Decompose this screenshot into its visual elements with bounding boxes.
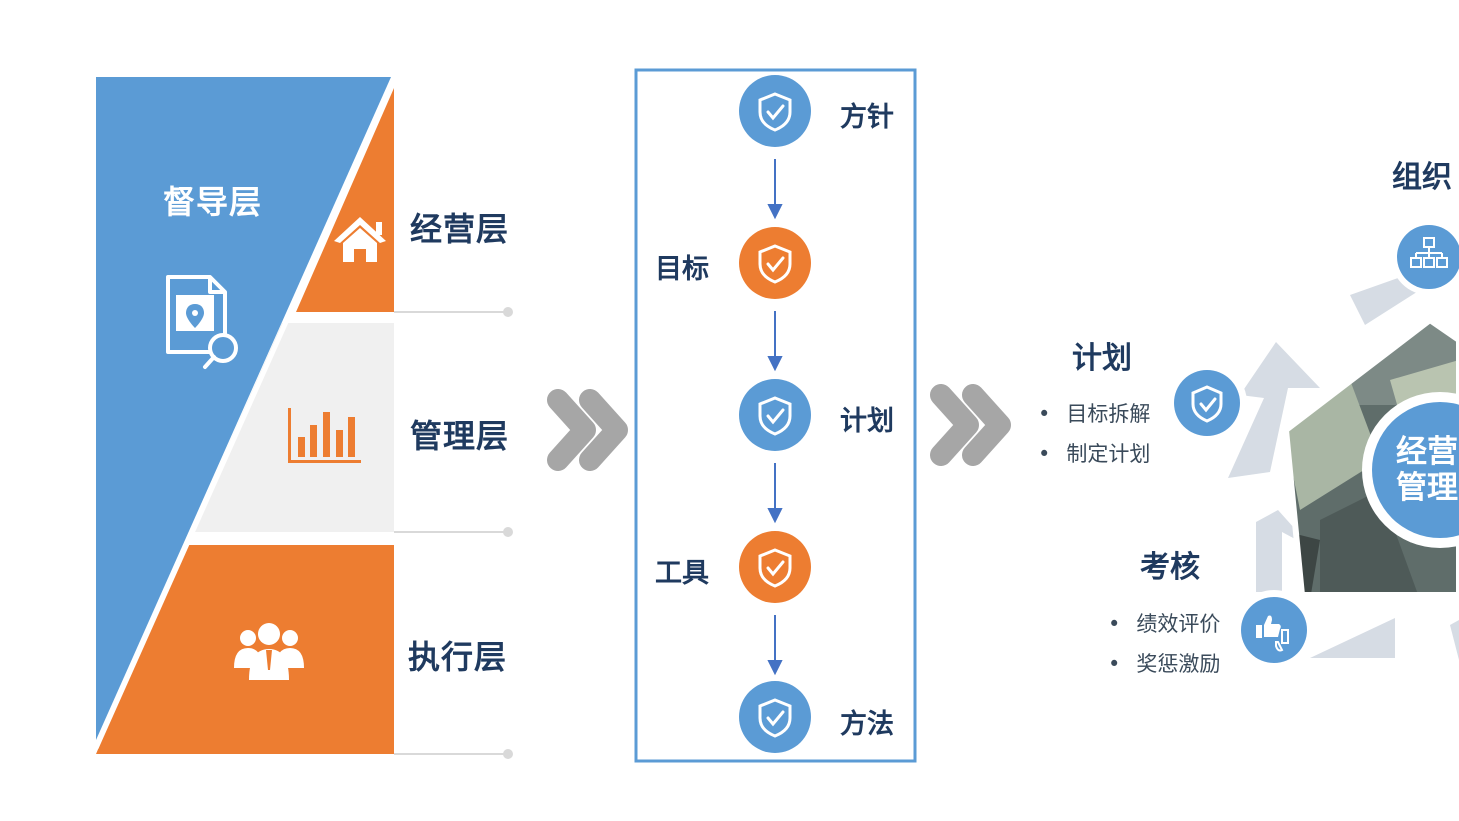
center-label-line1: 经营 — [1396, 434, 1458, 470]
middle-layer-band — [190, 323, 394, 532]
shield-check-icon — [758, 698, 792, 738]
shield-check-icon — [758, 244, 792, 284]
org-chart-icon — [1410, 237, 1448, 268]
thumbs-up-down-icon — [1256, 615, 1289, 652]
plan-node — [1167, 363, 1247, 443]
chevron-right-icon — [547, 389, 628, 471]
house-icon — [334, 217, 386, 262]
execution-layer-label: 执行层 — [408, 638, 508, 676]
assessment-node — [1234, 590, 1314, 670]
shield-check-icon — [758, 548, 792, 588]
flow-step-label: 计划 — [840, 406, 894, 437]
flow-step-label: 方法 — [840, 709, 894, 740]
flow-node-1 — [739, 75, 811, 147]
center-label-line2: 管理 — [1396, 470, 1458, 506]
center-circle — [1372, 402, 1459, 538]
pyramid-graphic — [93, 77, 513, 759]
cycle-title-assessment: 考核 — [1140, 550, 1200, 585]
flow-frame — [634, 68, 917, 763]
flow-node-5 — [739, 681, 811, 753]
assessment-bullet: 绩效评价 — [1108, 608, 1220, 638]
center-label: 经营 管理 — [1396, 434, 1458, 506]
bar-chart-icon — [288, 408, 361, 463]
team-people-icon — [234, 623, 304, 680]
flow-node-4 — [739, 531, 811, 603]
cycle-title-organization: 组织 — [1392, 160, 1452, 195]
shield-check-icon — [758, 396, 792, 436]
flow-node-3 — [739, 379, 811, 451]
chevron-right-icon — [930, 384, 1011, 466]
plan-bullet: 制定计划 — [1038, 438, 1150, 468]
management-layer-label: 管理层 — [410, 417, 510, 455]
supervision-band — [96, 77, 391, 740]
supervision-layer-label: 督导层 — [163, 183, 263, 221]
flow-connectors — [767, 159, 783, 676]
shield-check-icon — [1191, 385, 1223, 423]
shield-check-icon — [758, 92, 792, 132]
operation-layer-label: 经营层 — [410, 210, 510, 248]
org-node — [1391, 219, 1459, 295]
cycle-arrows — [1228, 278, 1459, 660]
flow-step-label: 方针 — [840, 102, 894, 133]
flow-step-label: 工具 — [655, 558, 709, 589]
cycle-title-plan: 计划 — [1072, 341, 1132, 376]
assessment-bullet: 奖惩激励 — [1108, 648, 1220, 678]
flow-node-2 — [739, 227, 811, 299]
flow-step-label: 目标 — [655, 254, 709, 285]
management-cycle-graphic — [1167, 219, 1459, 670]
plan-bullet: 目标拆解 — [1038, 398, 1150, 428]
